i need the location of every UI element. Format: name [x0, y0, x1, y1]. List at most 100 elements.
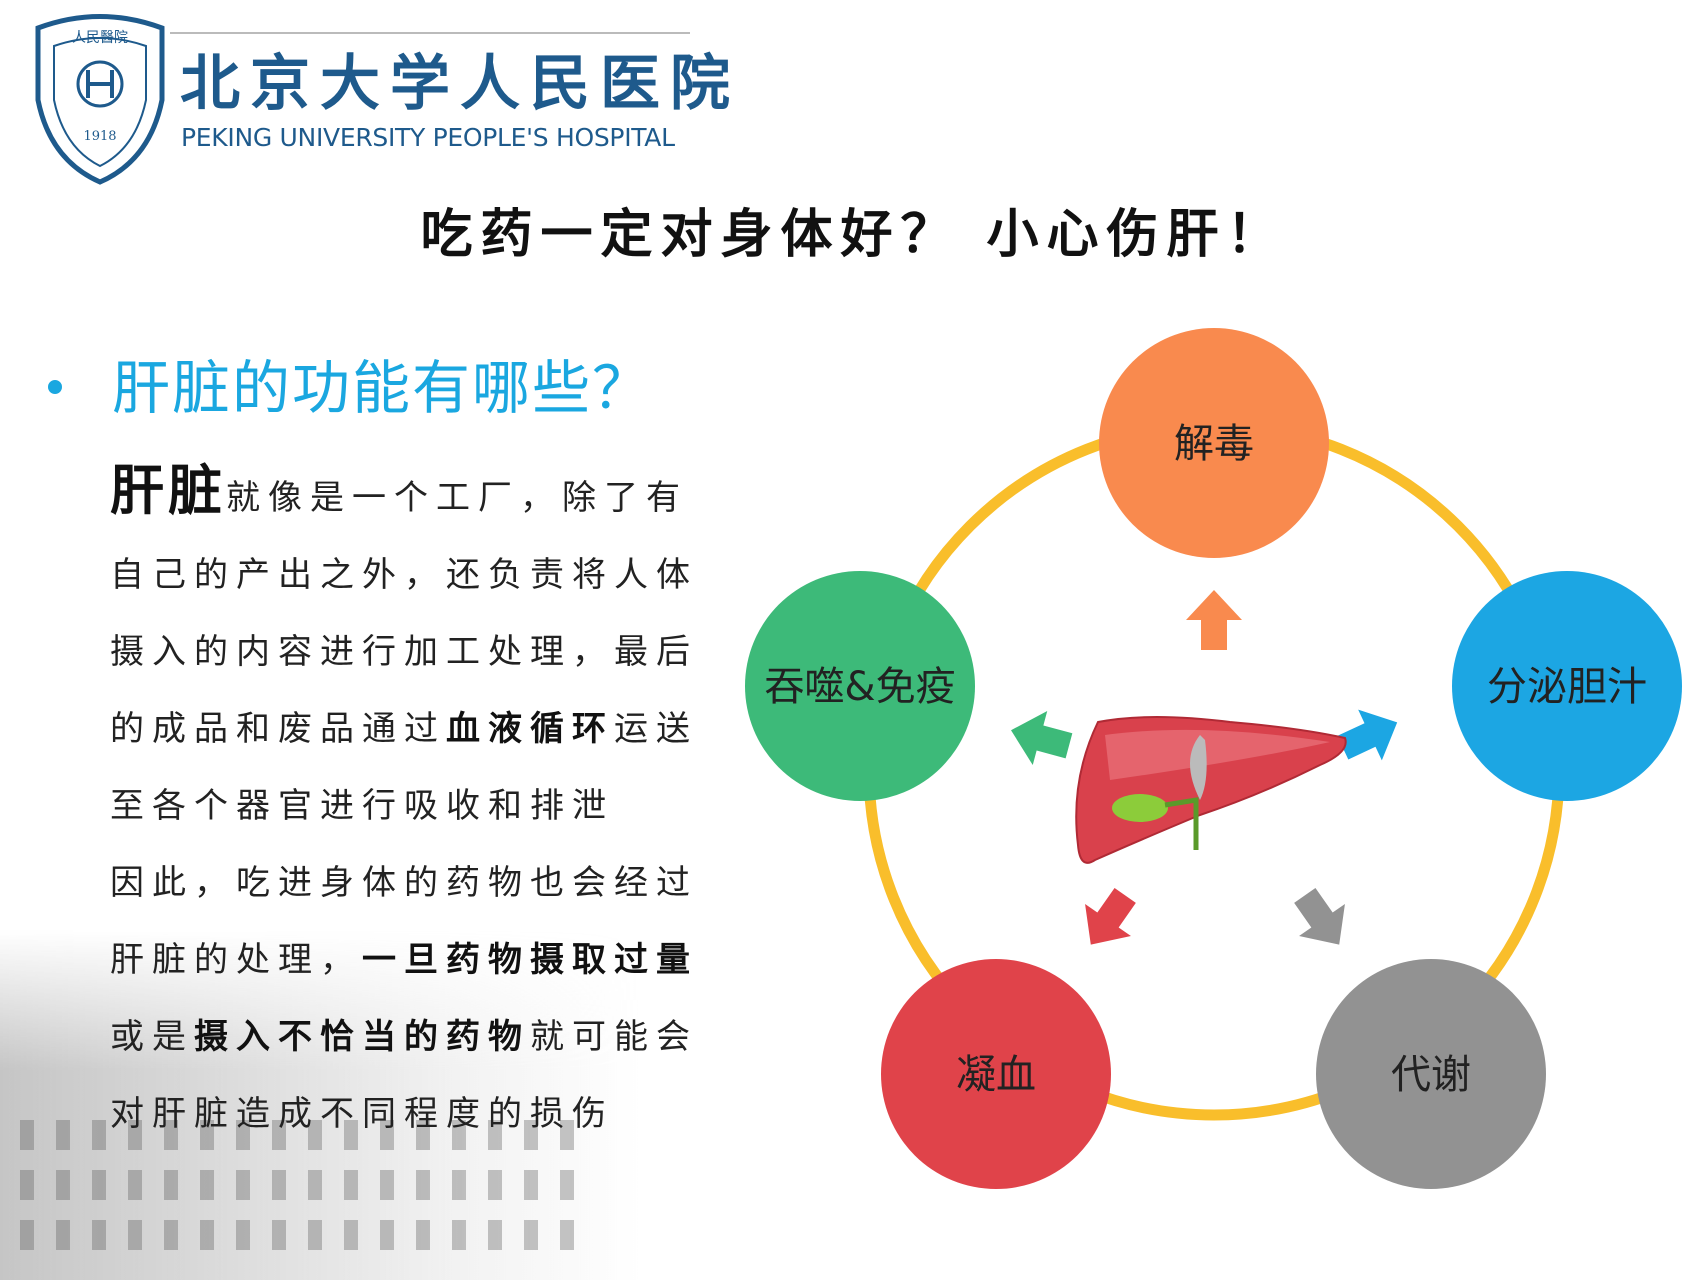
building-window [92, 1170, 106, 1200]
arrow-shape [1337, 709, 1398, 761]
emphasis-text: 肝脏 [110, 458, 226, 522]
building-window [416, 1170, 430, 1200]
building-window [236, 1170, 250, 1200]
seal-outline [35, 14, 165, 185]
bullet-dot [48, 380, 62, 394]
building-window [308, 1120, 322, 1150]
building-window [488, 1220, 502, 1250]
function-circle [1099, 328, 1329, 558]
body-text: 肝脏就像是一个工厂，除了有自己的产出之外，还负责将人体摄入的内容进行加工处理，最… [110, 460, 730, 1153]
arrow-icon [1085, 887, 1136, 945]
building-window [380, 1120, 394, 1150]
function-label: 凝血 [956, 1052, 1036, 1098]
building-window [164, 1220, 178, 1250]
text-segment: 对肝脏造成不同程度的损伤 [110, 1094, 614, 1134]
hospital-name-cn: 北京大学人民医院 [180, 49, 740, 119]
body-line: 因此，吃进身体的药物也会经过 [110, 845, 730, 922]
building-window [272, 1220, 286, 1250]
seal-inner-outline [53, 37, 147, 168]
body-line: 对肝脏造成不同程度的损伤 [110, 1076, 730, 1153]
building-window [308, 1220, 322, 1250]
body-line: 或是摄入不恰当的药物就可能会 [110, 999, 730, 1076]
building-window [308, 1170, 322, 1200]
building-window [272, 1170, 286, 1200]
text-segment: 就可能会 [530, 1017, 698, 1057]
building-window [20, 1220, 34, 1250]
building-window [20, 1120, 34, 1150]
hospital-name-en: PEKING UNIVERSITY PEOPLE'S HOSPITAL [181, 123, 675, 152]
text-segment: 的成品和废品通过 [110, 709, 446, 749]
text-segment: 或是 [110, 1017, 194, 1057]
page-title: 吃药一定对身体好？ 小心伤肝！ [420, 204, 1287, 265]
function-label: 吞噬&免疫 [764, 664, 955, 710]
building-window [272, 1120, 286, 1150]
building-window [452, 1120, 466, 1150]
function-circle [1452, 571, 1682, 801]
building-window [524, 1170, 538, 1200]
arrow-icon [1337, 709, 1398, 761]
building-window [56, 1220, 70, 1250]
building-window [164, 1170, 178, 1200]
arrow-icon [1186, 590, 1242, 650]
body-line: 摄入的内容进行加工处理，最后 [110, 614, 730, 691]
body-line: 自己的产出之外，还负责将人体 [110, 537, 730, 614]
function-label: 代谢 [1391, 1052, 1471, 1098]
building-window [452, 1170, 466, 1200]
building-window [452, 1220, 466, 1250]
function-label: 解毒 [1174, 421, 1254, 467]
building-window [344, 1120, 358, 1150]
building-window [344, 1170, 358, 1200]
building-window [128, 1120, 142, 1150]
building-window [200, 1170, 214, 1200]
arrow-shape [1011, 710, 1073, 766]
text-segment: 自己的产出之外，还负责将人体 [110, 555, 698, 595]
seal-emblem-icon [86, 70, 114, 98]
building-window [236, 1120, 250, 1150]
building-window [92, 1120, 106, 1150]
liver-highlight [1105, 729, 1330, 780]
building-window [380, 1170, 394, 1200]
text-segment: 因此，吃进身体的药物也会经过 [110, 863, 698, 903]
building-window [200, 1120, 214, 1150]
function-circle [1316, 959, 1546, 1189]
arrow-shape [1186, 590, 1242, 650]
arrow-icon [1294, 887, 1345, 945]
building-window [56, 1170, 70, 1200]
text-segment: 就像是一个工厂，除了有 [226, 478, 688, 518]
text-segment: 运送 [614, 709, 698, 749]
building-window [200, 1220, 214, 1250]
building-window [488, 1120, 502, 1150]
gallbladder-shape [1112, 794, 1168, 822]
ligament-shape [1190, 735, 1207, 800]
hospital-seal-logo: 人民醫院 1918 [35, 14, 165, 185]
building-window [164, 1120, 178, 1150]
liver-icon [1075, 716, 1347, 864]
emphasis-text: 一旦药物摄取过量 [362, 940, 698, 980]
emphasis-text: 摄入不恰当的药物 [194, 1017, 530, 1057]
body-line: 至各个器官进行吸收和排泄 [110, 768, 730, 845]
body-line: 肝脏的处理，一旦药物摄取过量 [110, 922, 730, 999]
building-window [236, 1220, 250, 1250]
text-segment: 至各个器官进行吸收和排泄 [110, 786, 614, 826]
building-window [416, 1220, 430, 1250]
building-window [560, 1220, 574, 1250]
arrow-shape [1294, 887, 1345, 945]
arrow-shape [1085, 887, 1136, 945]
hospital-building-photo [0, 930, 640, 1280]
building-window [380, 1220, 394, 1250]
building-window [56, 1120, 70, 1150]
bile-duct-shape [1164, 797, 1199, 850]
building-window [344, 1220, 358, 1250]
header-divider [170, 32, 690, 34]
function-label: 分泌胆汁 [1487, 664, 1647, 710]
body-line: 肝脏就像是一个工厂，除了有 [110, 460, 730, 537]
building-window [560, 1120, 574, 1150]
seal-year: 1918 [83, 129, 116, 144]
section-heading: 肝脏的功能有哪些？ [112, 354, 653, 422]
building-window [416, 1120, 430, 1150]
seal-text: 人民醫院 [72, 30, 128, 46]
emphasis-text: 血液循环 [446, 709, 614, 749]
building-window [524, 1120, 538, 1150]
arrow-icon [1011, 710, 1073, 766]
body-line: 的成品和废品通过血液循环运送 [110, 691, 730, 768]
